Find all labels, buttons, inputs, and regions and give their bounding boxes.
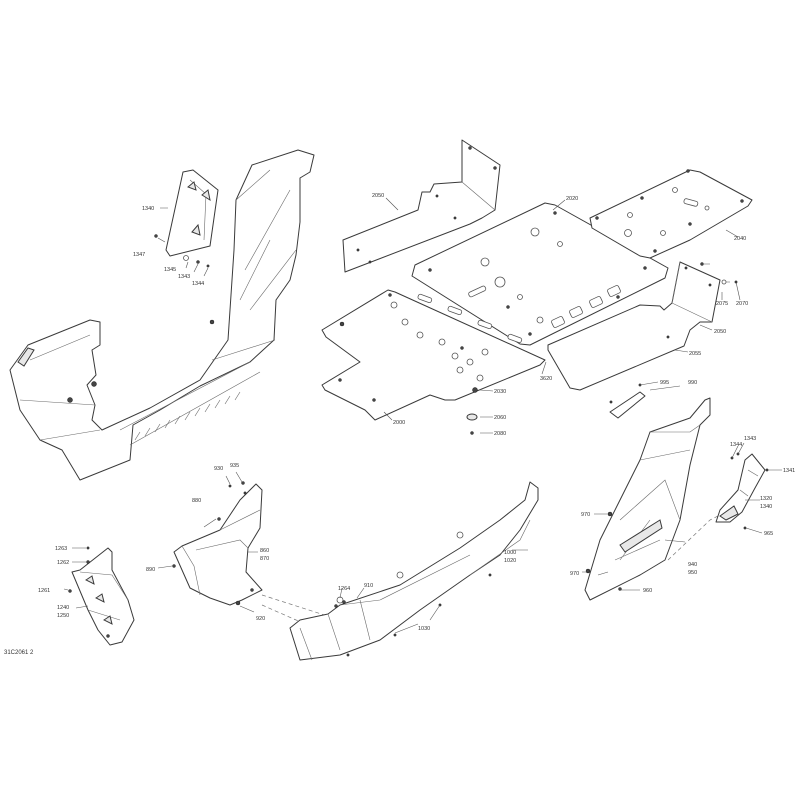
callout-990: 990 — [688, 380, 697, 386]
left-side-panel[interactable] — [9, 149, 315, 481]
callout-935: 935 — [230, 463, 239, 469]
callout-1000: 1000 — [504, 550, 516, 556]
callout-1343b: 1343 — [744, 436, 756, 442]
callout-1341: 1341 — [783, 468, 795, 474]
callout-2070: 2070 — [736, 301, 748, 307]
fastener-2030[interactable] — [472, 387, 478, 393]
callout-940: 940 — [688, 562, 697, 568]
callout-1261: 1261 — [38, 588, 50, 594]
rocker-panel[interactable] — [289, 481, 539, 661]
callout-2050b: 2050 — [714, 329, 726, 335]
callout-1344: 1344 — [192, 281, 204, 287]
floor-plate-2020-center[interactable] — [411, 202, 669, 346]
callout-2030: 2030 — [494, 389, 506, 395]
fastener-2080[interactable] — [470, 431, 474, 435]
callout-1264: 1264 — [338, 586, 350, 592]
floor-plate-2050-top[interactable] — [342, 139, 501, 273]
callout-3620: 3620 — [540, 376, 552, 382]
callout-870: 870 — [260, 556, 269, 562]
callout-960: 960 — [643, 588, 652, 594]
callout-860: 860 — [260, 548, 269, 554]
callout-950: 950 — [688, 570, 697, 576]
callout-2050: 2050 — [372, 193, 384, 199]
floor-plate-2040-right[interactable] — [589, 169, 753, 259]
callout-1250: 1250 — [57, 613, 69, 619]
diagram-reference-code: 31C2061 2 — [4, 650, 34, 656]
callout-2000: 2000 — [393, 420, 405, 426]
callout-1020: 1020 — [504, 558, 516, 564]
callout-970b: 970 — [570, 571, 579, 577]
callout-2075: 2075 — [716, 301, 728, 307]
callout-2060: 2060 — [494, 415, 506, 421]
callout-1263: 1263 — [55, 546, 67, 552]
callout-1262: 1262 — [57, 560, 69, 566]
callout-880: 880 — [192, 498, 201, 504]
callout-1240: 1240 — [57, 605, 69, 611]
floor-plate-2050-lower[interactable] — [547, 261, 721, 391]
callout-965: 965 — [764, 531, 773, 537]
right-side-panel[interactable] — [584, 397, 711, 601]
callout-2055: 2055 — [689, 351, 701, 357]
left-small-panel[interactable] — [68, 546, 135, 646]
callout-1340: 1340 — [142, 206, 154, 212]
callout-910: 910 — [364, 583, 373, 589]
callout-2040: 2040 — [734, 236, 746, 242]
callout-995: 995 — [660, 380, 669, 386]
callout-1345: 1345 — [164, 267, 176, 273]
upper-left-small-panel[interactable] — [154, 169, 219, 268]
callout-1344b: 1344 — [730, 442, 742, 448]
callout-1347: 1347 — [133, 252, 145, 258]
front-lower-panel[interactable] — [172, 481, 263, 606]
right-handle-panel[interactable] — [715, 452, 769, 530]
callout-920: 920 — [256, 616, 265, 622]
callout-2080: 2080 — [494, 431, 506, 437]
callout-970a: 970 — [581, 512, 590, 518]
grommet-2060[interactable] — [466, 413, 478, 421]
floor-plate-2000-left[interactable] — [321, 289, 546, 421]
callout-930: 930 — [214, 466, 223, 472]
callout-1030: 1030 — [418, 626, 430, 632]
callout-1320: 1320 — [760, 496, 772, 502]
callout-1343: 1343 — [178, 274, 190, 280]
right-bracket-990[interactable] — [609, 383, 646, 419]
callout-890: 890 — [146, 567, 155, 573]
callout-2020: 2020 — [566, 196, 578, 202]
callout-1340b: 1340 — [760, 504, 772, 510]
